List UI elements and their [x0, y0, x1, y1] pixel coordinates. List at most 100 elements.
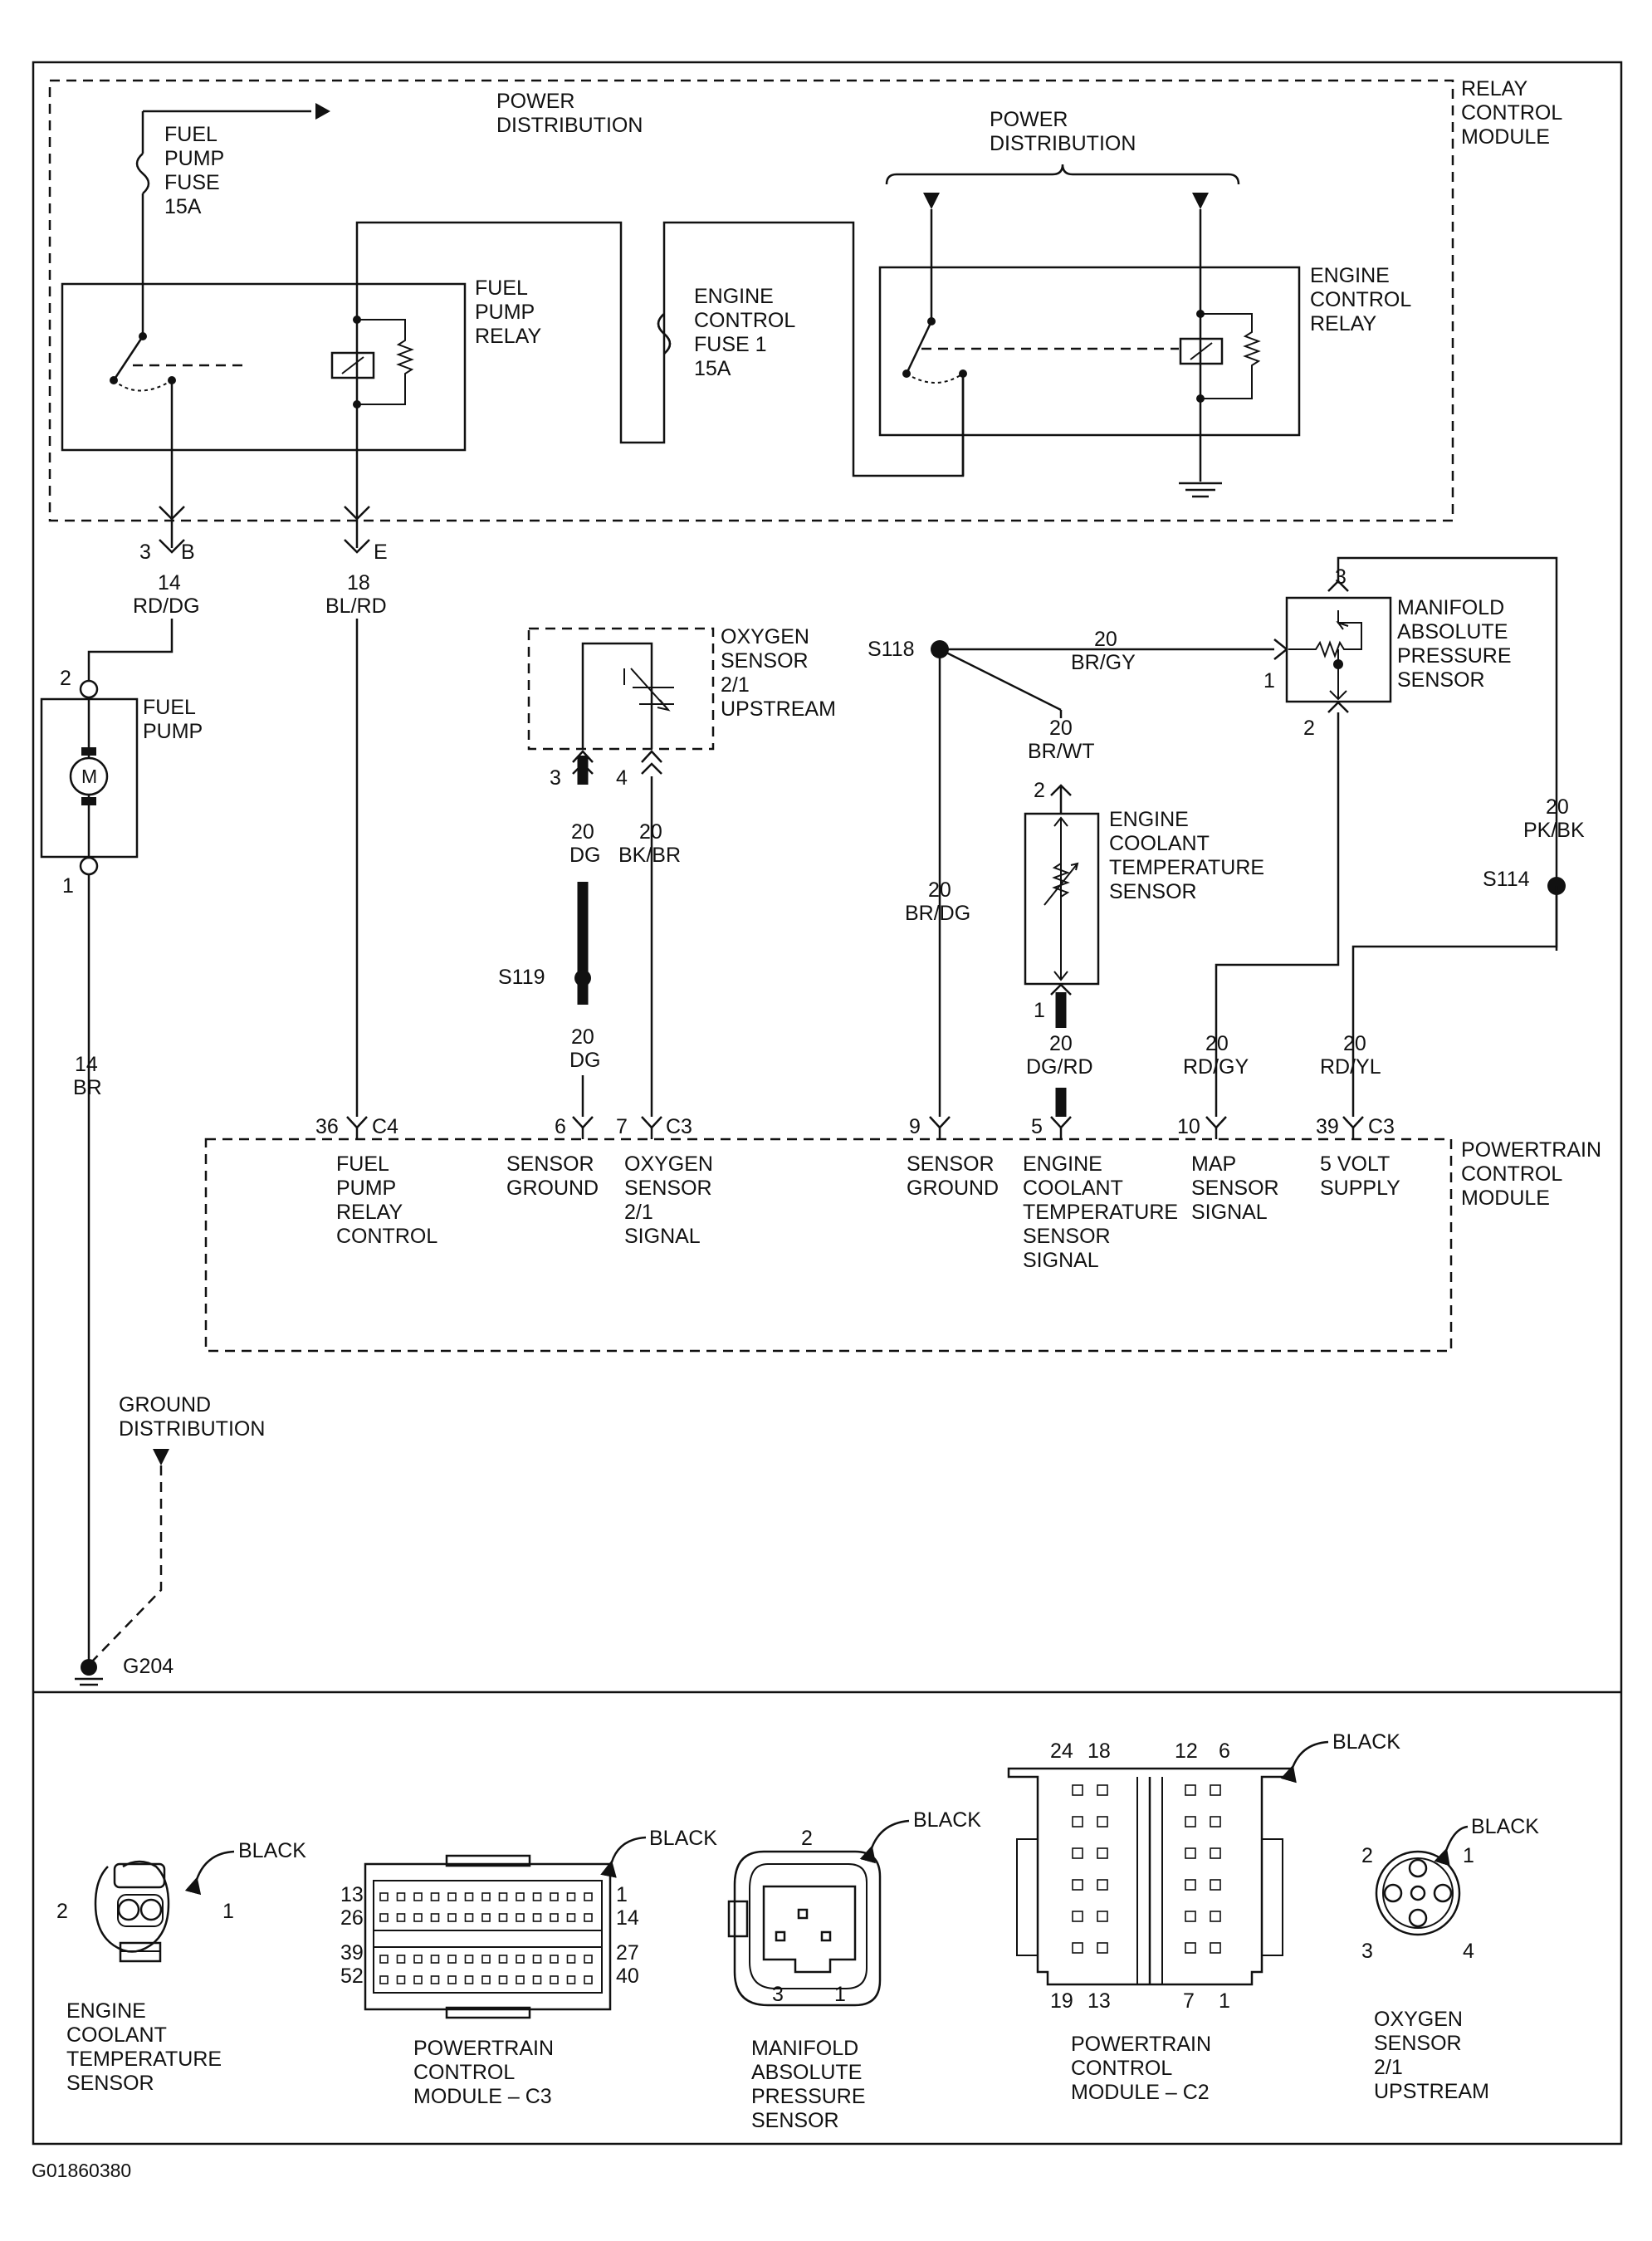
pcm-c3-right-40: 40: [616, 1965, 639, 1988]
pcm-c3-connector-color: BLACK: [649, 1827, 717, 1850]
pcm-c2-bottom-19: 19: [1050, 1989, 1073, 2013]
ect-connector-pin-2: 2: [56, 1900, 68, 1923]
ect-pin-1: 1: [1034, 999, 1045, 1022]
ecr-switch-arm: [905, 320, 933, 374]
o2-connector-pin-2: 2: [1361, 1844, 1373, 1867]
pcm-c2-top-18: 18: [1087, 1739, 1111, 1763]
fuel-pump-pin-1: 1: [62, 874, 74, 898]
wire-dg-bot-color: DG: [569, 1049, 601, 1072]
wire-rd-gy-gauge: 20: [1205, 1032, 1229, 1055]
document-id: G01860380: [32, 2160, 131, 2181]
pcm-pin-39: 39: [1316, 1115, 1339, 1138]
pcm-pin-9: 9: [909, 1115, 921, 1138]
wire-br-gy-color: BR/GY: [1071, 651, 1136, 674]
wire-br-gy-gauge: 20: [1094, 628, 1117, 651]
ect-sensor-box: [1024, 812, 1100, 986]
wire-pk-bk-gauge: 20: [1546, 795, 1569, 819]
map-connector-pin-2: 2: [801, 1827, 813, 1850]
wire-rd-yl-color: RD/YL: [1320, 1055, 1381, 1079]
pcm-c2-bottom-1: 1: [1219, 1989, 1230, 2013]
wire-br-dg-color: BR/DG: [905, 902, 970, 925]
wire-rd-yl-route: [1351, 886, 1558, 1117]
wire-rd-dg: [87, 619, 174, 681]
pcm-c3-right-14: 14: [616, 1906, 639, 1930]
engine-control-feed-wire: [355, 221, 965, 477]
ect-sensor-thermistor: [1052, 863, 1070, 898]
pcm-c2-connector-color: BLACK: [1332, 1730, 1400, 1754]
ect-connector-view: [94, 1850, 235, 1963]
fuel-pump-relay-box: [61, 282, 467, 452]
engine-control-relay-box: [878, 266, 1301, 437]
ect-connector-color: BLACK: [238, 1839, 306, 1862]
pcm-c2-top-24: 24: [1050, 1739, 1073, 1763]
wire-pk-bk-color: PK/BK: [1523, 819, 1585, 842]
pcm-pin-7: 7: [616, 1115, 628, 1138]
rcm-cavity-e: E: [374, 541, 388, 564]
diagram-frame: [32, 61, 1623, 2146]
pcm-c2-bottom-13: 13: [1087, 1989, 1111, 2013]
oxygen-sensor-box: [527, 627, 715, 751]
wire-dg-bot-gauge: 20: [571, 1025, 594, 1049]
pcm-c3-left-52: 52: [340, 1965, 364, 1988]
fp-relay-switch-arm: [112, 335, 144, 381]
o2-pin-4: 4: [616, 766, 628, 790]
pcm-c3-left-26: 26: [340, 1906, 364, 1930]
splice-s114-label: S114: [1483, 868, 1530, 891]
fuel-pump-fuse-symbol: [135, 153, 150, 194]
pcm-c3-left-13: 13: [340, 1883, 364, 1906]
o2-connector-view: [1375, 1825, 1469, 1936]
wire-br-wt-gauge: 20: [1049, 717, 1073, 740]
wire-bl-rd-color: BL/RD: [325, 595, 387, 618]
pcm-c2-bottom-7: 7: [1183, 1989, 1195, 2013]
pcm-pin-36: 36: [315, 1115, 339, 1138]
pcm-pin-10: 10: [1177, 1115, 1200, 1138]
pcm-connector-c4: C4: [372, 1115, 398, 1138]
pcm-c3-connector-view: [364, 1836, 647, 2019]
fp-relay-contact-arc: [113, 379, 173, 392]
pcm-c2-top-12: 12: [1175, 1739, 1198, 1763]
ecr-contact-arc: [906, 373, 964, 384]
ground-distribution-link: [90, 1465, 163, 1663]
ect-pin-2: 2: [1034, 779, 1045, 802]
wire-rd-dg-gauge: 14: [158, 571, 181, 595]
map-connector-view: [727, 1819, 910, 2007]
splice-s119: [574, 970, 591, 986]
ect-connector-pin-1: 1: [222, 1900, 234, 1923]
pcm-connector-c3-a: C3: [666, 1115, 692, 1138]
ground-g204-label: G204: [123, 1655, 174, 1678]
fuel-pump-motor-symbol: M: [81, 766, 97, 787]
ground-g204-point: [81, 1659, 97, 1676]
wire-dg-rd-color: DG/RD: [1026, 1055, 1093, 1079]
o2-connector-pin-1: 1: [1463, 1844, 1474, 1867]
o2-connector-color: BLACK: [1471, 1815, 1539, 1838]
pcm-pin-row: [346, 1116, 1364, 1139]
fuel-pump-pin-2: 2: [60, 667, 71, 690]
wire-dg-top-color: DG: [569, 844, 601, 867]
wire-rd-dg-color: RD/DG: [133, 595, 200, 618]
wire-rd-gy-color: RD/GY: [1183, 1055, 1249, 1079]
pcm-pin-5: 5: [1031, 1115, 1043, 1138]
ecr-resistor: [1200, 313, 1261, 399]
map-pin-1: 1: [1263, 669, 1275, 692]
